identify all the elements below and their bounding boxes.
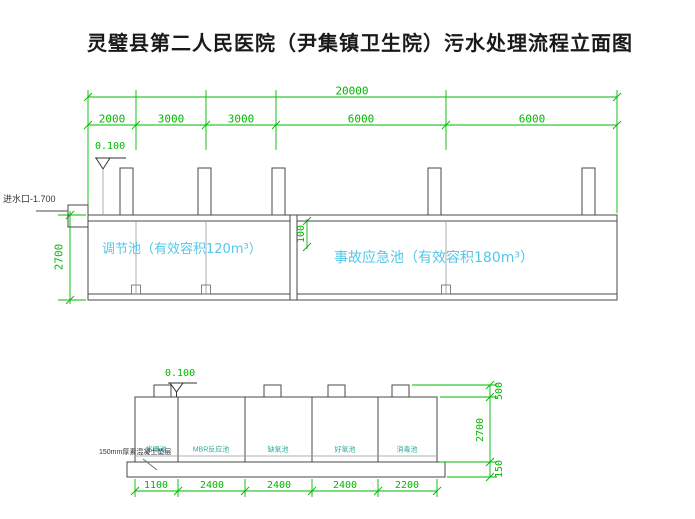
tank-height-dimension-label: 2700 <box>52 243 66 271</box>
upper-tank-structure <box>87 214 618 301</box>
compartment-label: 好氧池 <box>334 446 356 454</box>
upper-dimension-lines <box>58 90 622 305</box>
base-note-leader-line <box>142 458 158 471</box>
bottom-dimension-label: 2400 <box>199 480 225 491</box>
lower-risers <box>153 384 410 398</box>
compartment-label: 消毒池 <box>396 446 418 454</box>
compartment-label: MBR反应池 <box>192 446 230 454</box>
compartment-label: 格栅池 <box>145 446 167 454</box>
segment-dimension-label: 6000 <box>347 112 375 126</box>
regulating-tank-label: 调节池（有效容积120m³） <box>102 242 262 257</box>
lower-elevation-symbol <box>168 382 197 397</box>
upper-vent-columns <box>119 167 596 216</box>
segment-dimension-label: 6000 <box>518 112 546 126</box>
upper-wall-footings <box>131 284 451 295</box>
upper-elevation-mark-label: 0.100 <box>95 141 126 152</box>
segment-dimension-label: 3000 <box>227 112 255 126</box>
inlet-pipe <box>36 204 89 228</box>
compartment-label: 缺氧池 <box>267 446 289 454</box>
lower-dimension-lines <box>130 380 497 497</box>
base-slab <box>126 461 446 478</box>
bottom-dimension-label: 2400 <box>266 480 292 491</box>
segment-dimension-label: 2000 <box>98 112 126 126</box>
right-dimension-label: 500 <box>494 381 505 401</box>
upper-tank-outline <box>87 214 618 301</box>
inlet-label: 进水口-1.700 <box>3 194 56 204</box>
base-note-label: 150mm厚素混凝土垫层 <box>99 449 172 456</box>
emergency-tank-label: 事故应急池（有效容积180m³） <box>334 250 534 266</box>
bottom-dimension-label: 2200 <box>394 480 420 491</box>
segment-dimension-label: 3000 <box>157 112 185 126</box>
lower-tank-structure <box>134 396 438 463</box>
bottom-dimension-label: 1100 <box>143 480 169 491</box>
lower-elevation-mark-label: 0.100 <box>165 368 196 379</box>
bottom-dimension-label: 2400 <box>332 480 358 491</box>
total-dimension-label: 20000 <box>335 84 369 98</box>
upper-elevation-symbol <box>95 157 126 214</box>
right-dimension-label: 150 <box>494 459 505 479</box>
drawing-title: 灵璧县第二人民医院（尹集镇卫生院）污水处理流程立面图 <box>87 33 633 55</box>
right-dimension-label: 2700 <box>475 417 486 443</box>
freeboard-dimension-label: 100 <box>296 224 307 244</box>
upper-internal-walls <box>135 221 447 294</box>
